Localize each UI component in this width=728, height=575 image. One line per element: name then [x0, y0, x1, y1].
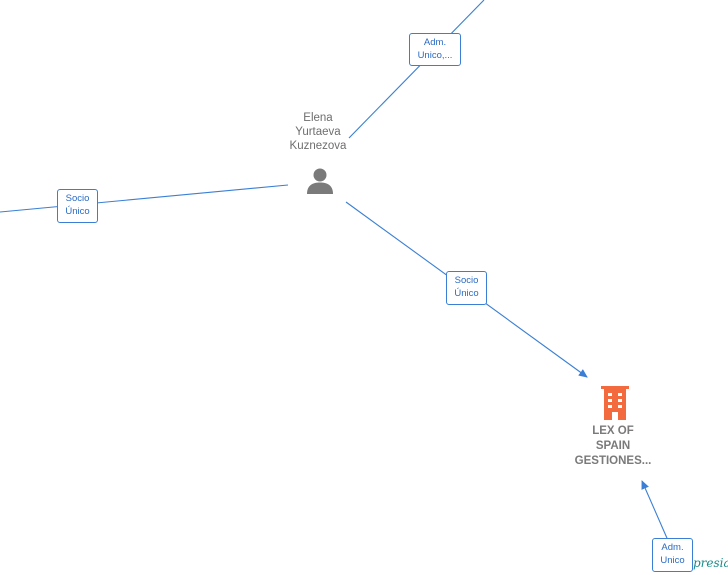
- person-node-name[interactable]: Elena Yurtaeva Kuznezova: [289, 112, 347, 152]
- person-icon[interactable]: [305, 166, 335, 196]
- edge-adm-bottom: [641, 480, 671, 546]
- watermark-text: presia: [693, 556, 728, 570]
- edge-socio-left: [0, 184, 289, 213]
- edge-label-socio-company[interactable]: Socio Único: [446, 271, 487, 305]
- edge-label-adm-bottom[interactable]: Adm. Unico: [652, 538, 693, 572]
- company-node-name[interactable]: LEX OF SPAIN GESTIONES...: [574, 425, 652, 467]
- edge-adm-top: [348, 0, 485, 139]
- building-icon[interactable]: [601, 386, 629, 420]
- edge-label-adm-top[interactable]: Adm. Unico,...: [409, 33, 461, 66]
- edge-label-socio-left[interactable]: Socio Único: [57, 189, 98, 223]
